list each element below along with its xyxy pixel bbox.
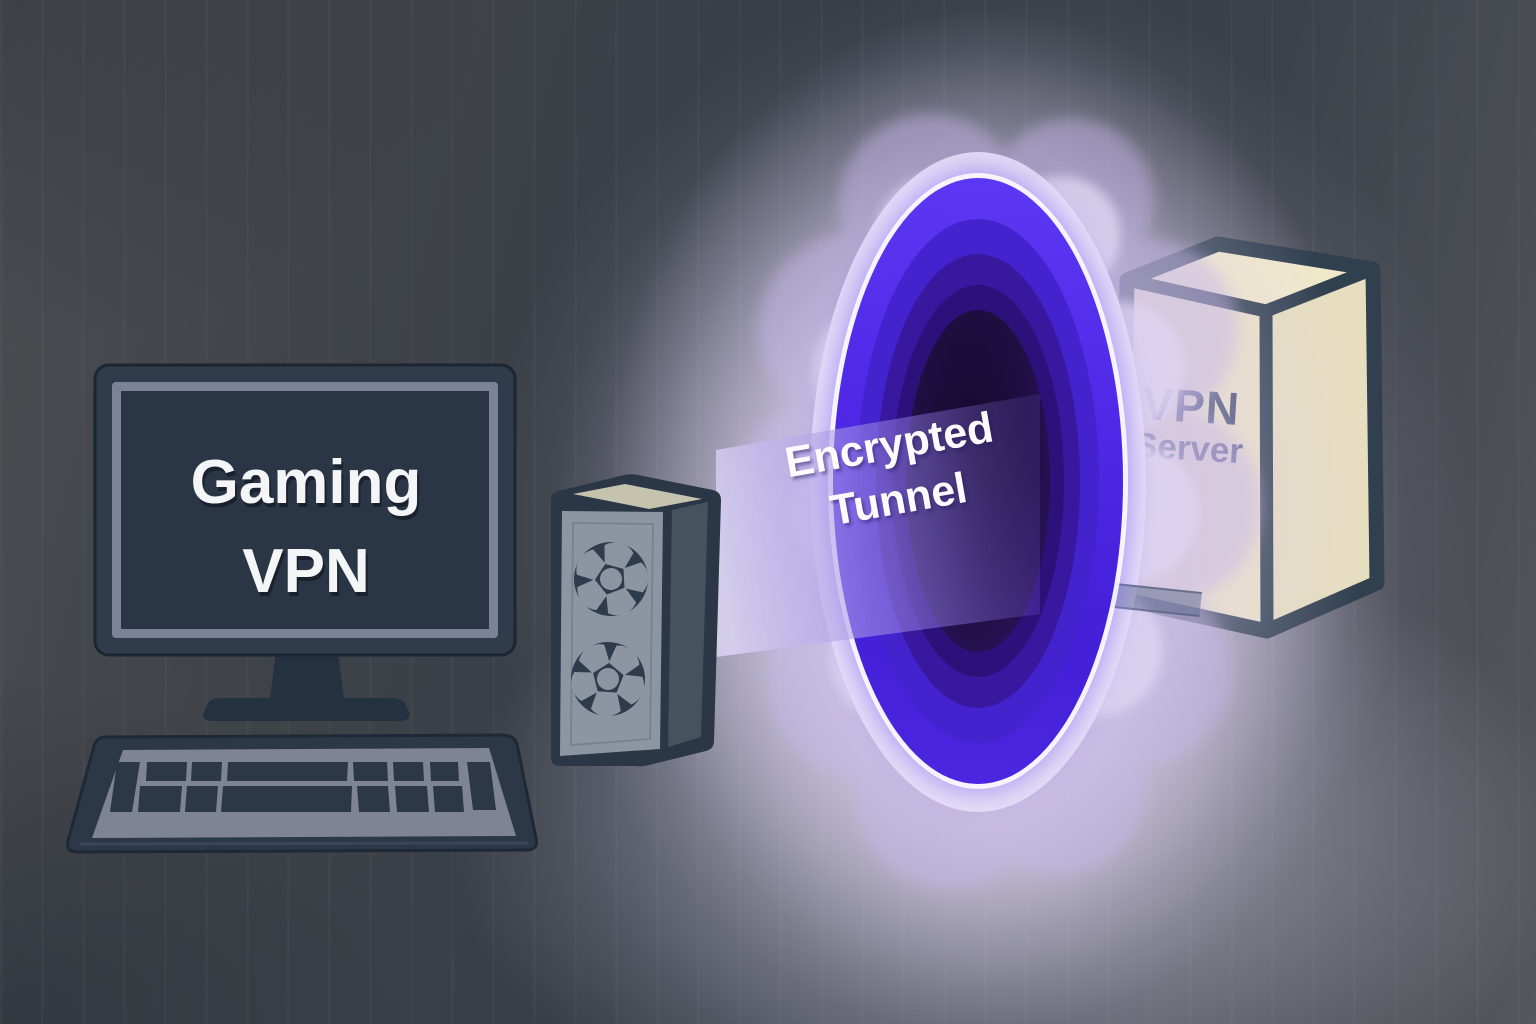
beam-shape (716, 394, 1040, 657)
pc-tower (551, 474, 721, 767)
monitor-stand-neck (270, 652, 344, 698)
tower-fan-top-icon (574, 542, 649, 616)
monitor-label-line2-shadow: VPN (244, 541, 371, 610)
monitor-label-line1: Gaming (191, 448, 422, 517)
monitor-label-line2: VPN (242, 537, 369, 606)
gaming-workstation: Gaming VPN Gaming VPN (66, 363, 538, 854)
keyboard-front-edge-line (79, 841, 529, 846)
keyboard-keys (110, 762, 496, 812)
tower-top-face (573, 484, 702, 509)
encrypted-tunnel-beam (716, 394, 1040, 657)
monitor: Gaming VPN Gaming VPN (93, 363, 517, 721)
monitor-screen (121, 391, 489, 629)
tower-front-inset-line (569, 521, 655, 747)
monitor-stand-base (203, 698, 410, 721)
tower-fan-bottom-icon (571, 642, 645, 717)
keyboard (66, 733, 538, 854)
monitor-label-line1-shadow: Gaming (193, 452, 424, 521)
tower-side-face (668, 502, 708, 747)
monitor-label: Gaming VPN Gaming VPN (191, 448, 424, 610)
